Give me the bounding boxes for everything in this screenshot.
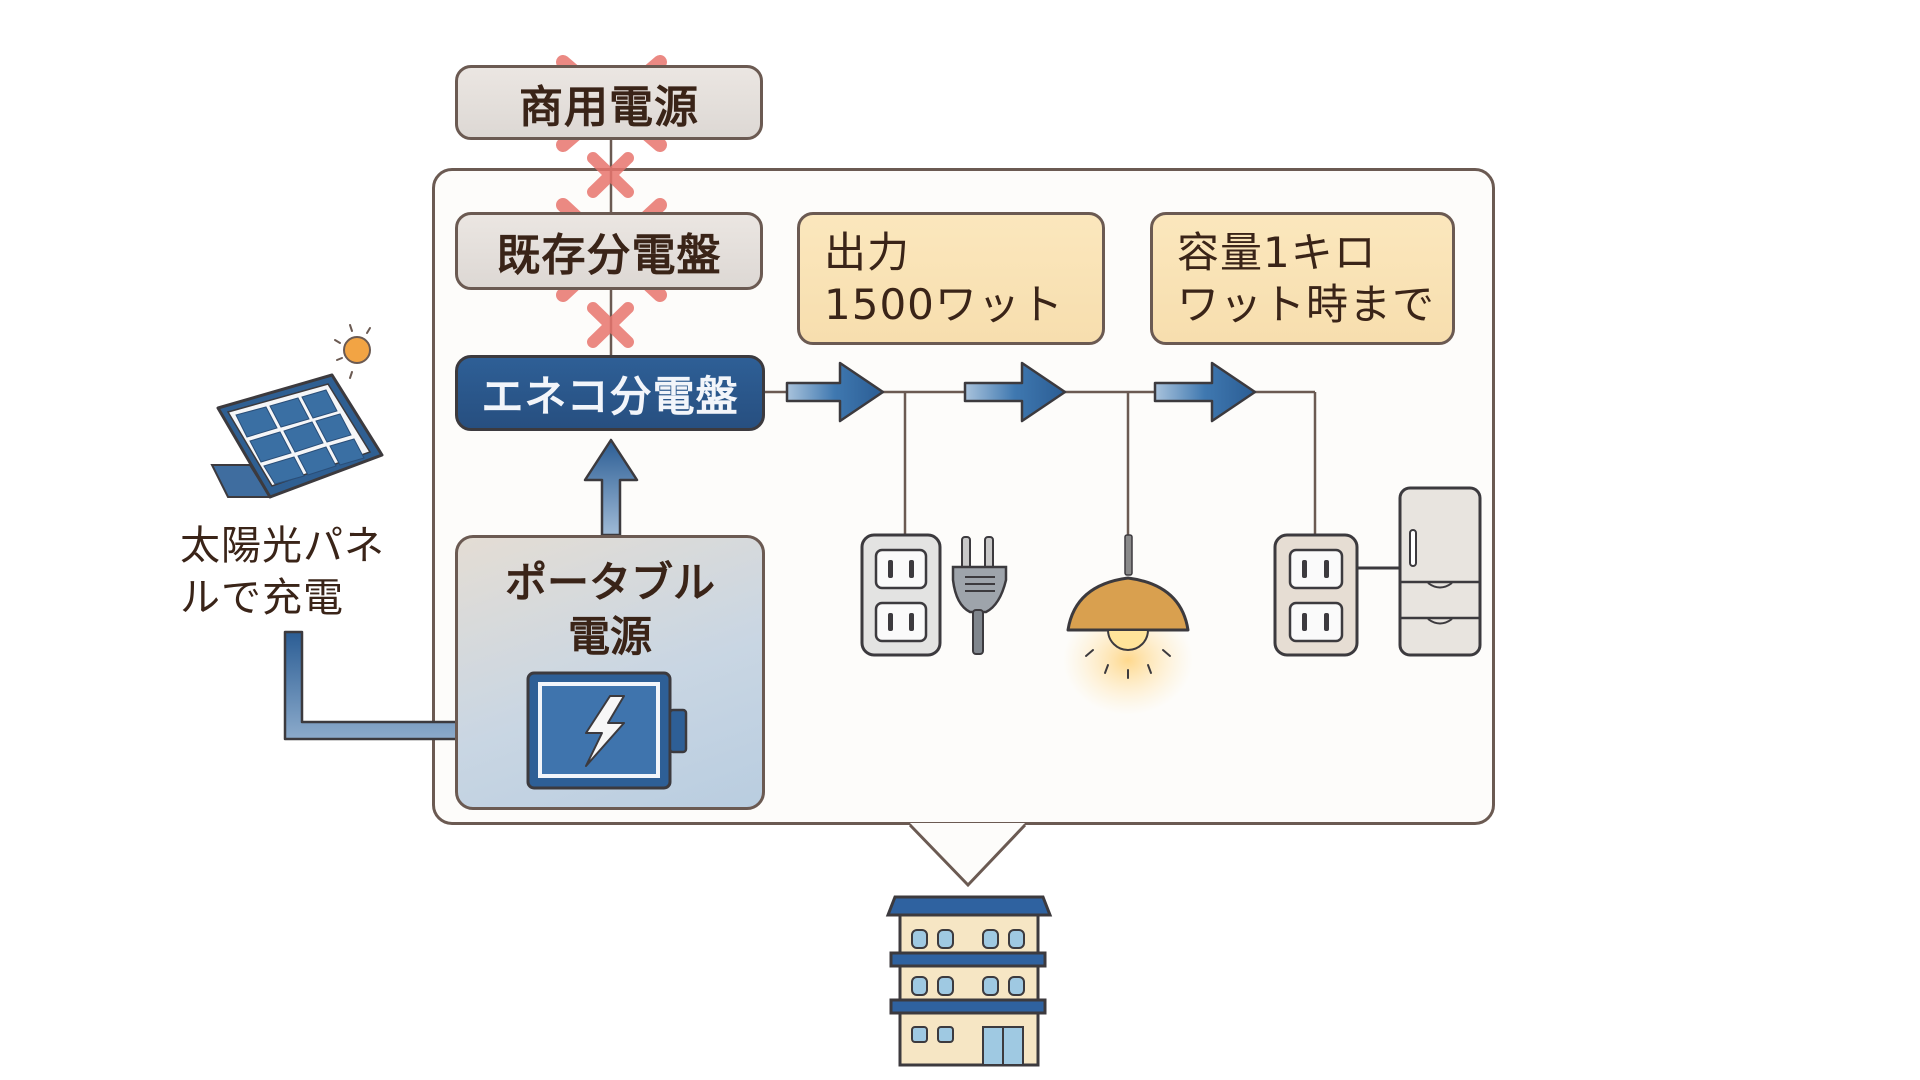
grid-power-box: 商用電源 [455,65,763,140]
power-plug-icon [951,536,1008,655]
battery-icon [526,671,688,790]
flow-arrow-1 [785,361,885,423]
pendant-lamp-icon [1063,534,1193,715]
output-spec-box: 出力 1500ワット [797,212,1105,345]
flow-arrow-3 [1153,361,1257,423]
existing-panel-label: 既存分電盤 [496,230,722,281]
existing-panel-box: 既存分電盤 [455,212,763,290]
grid-power-label: 商用電源 [519,81,699,133]
solar-panel-icon [210,373,384,499]
sun-icon [334,324,371,379]
solar-charge-label: 太陽光パネ ルで充電 [180,523,385,621]
output-spec-label: 出力 1500ワット [824,227,1064,329]
flow-arrow-2 [963,361,1067,423]
disconnect-cross-small-2 [587,302,634,348]
portable-power-label: ポータブル 電源 [504,558,715,661]
supply-arrow-up [583,438,639,537]
portable-power-box: ポータブル 電源 [455,535,765,810]
apartment-building-icon [885,895,1053,1067]
eneco-panel-box: エネコ分電盤 [455,355,765,431]
eneco-panel-label: エネコ分電盤 [481,371,739,421]
wall-outlet-icon-2 [1273,533,1359,657]
capacity-spec-label: 容量1キロ ワット時まで [1177,227,1436,329]
refrigerator-icon [1398,486,1482,657]
bubble-pointer [908,823,1027,888]
disconnect-cross-small-1 [587,152,634,198]
wall-outlet-icon-1 [860,533,942,657]
capacity-spec-box: 容量1キロ ワット時まで [1150,212,1455,345]
